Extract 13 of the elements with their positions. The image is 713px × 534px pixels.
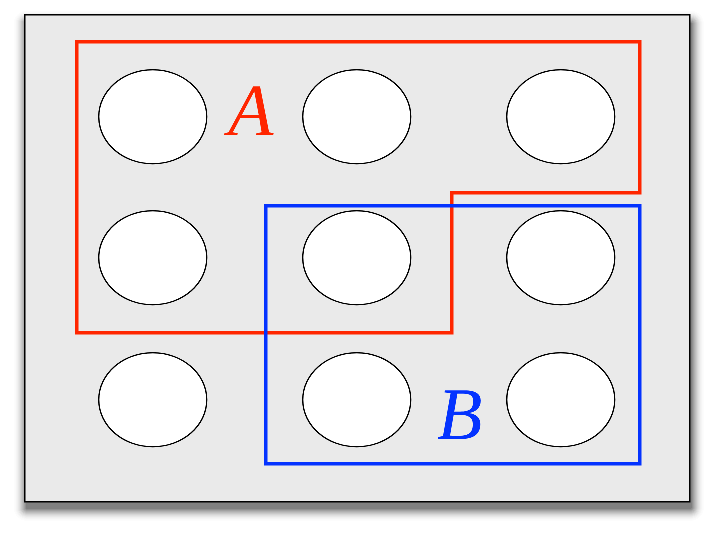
ellipse (98, 352, 208, 448)
ellipse (506, 210, 616, 306)
region-label: A (224, 86, 274, 136)
ellipse (302, 210, 412, 306)
ellipse (302, 69, 412, 165)
ellipse (98, 210, 208, 306)
region-outline (264, 204, 642, 466)
region-label: B (438, 390, 481, 440)
ellipse (302, 352, 412, 448)
ellipse (98, 69, 208, 165)
ellipse (506, 69, 616, 165)
ellipse (506, 352, 616, 448)
region-outline (75, 40, 642, 335)
